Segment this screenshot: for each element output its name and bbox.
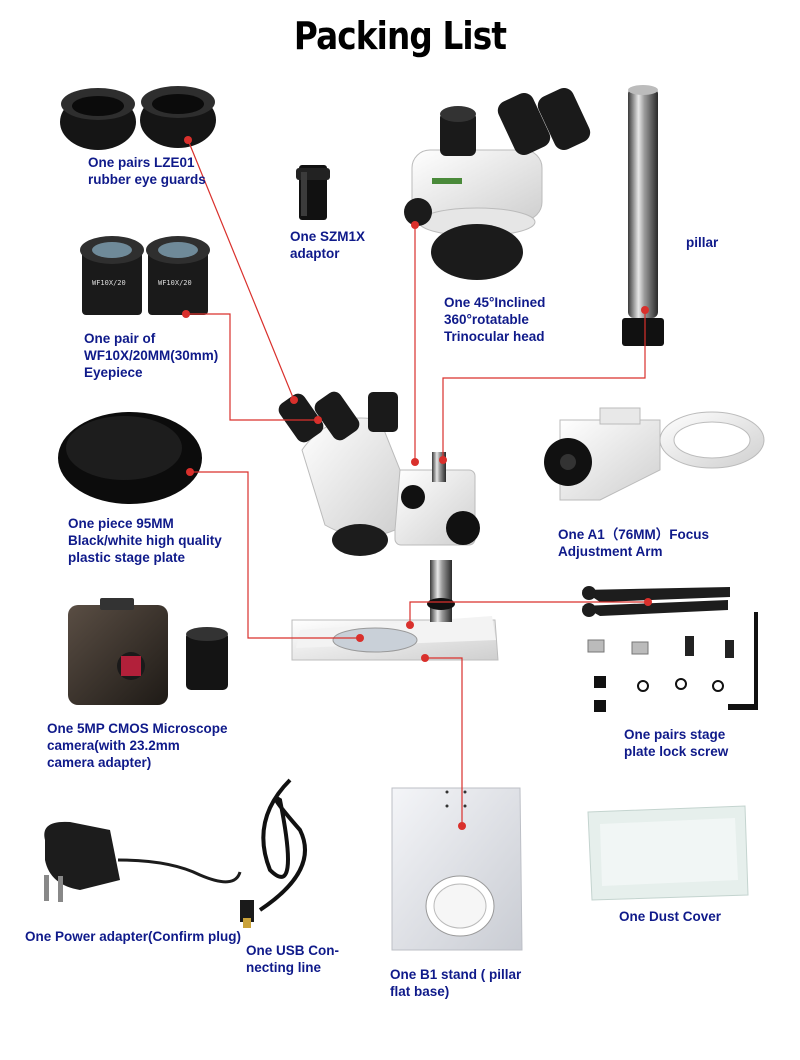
- eyepiece-label: One pair of WF10X/20MM(30mm) Eyepiece: [84, 331, 219, 380]
- usb-line-label: One USB Con- necting line: [246, 943, 339, 975]
- power-adapter-image: [44, 821, 242, 902]
- dust-cover-label: One Dust Cover: [619, 909, 722, 924]
- assembled-microscope-image: [278, 391, 499, 661]
- camera-label: One 5MP CMOS Microscope camera(with 23.2…: [47, 721, 228, 770]
- adaptor-image: [296, 165, 330, 220]
- camera-image: [68, 598, 228, 705]
- eyepiece-image: WF10X/20 WF10X/20: [80, 236, 210, 315]
- eyepiece-marking: WF10X/20: [92, 279, 126, 287]
- pillar-image: [622, 85, 664, 346]
- trinocular-head-image: [404, 87, 591, 280]
- pillar-label: pillar: [686, 235, 719, 250]
- power-adapter-label: One Power adapter(Confirm plug): [25, 929, 242, 944]
- focus-arm-image: [544, 407, 765, 501]
- stage-plate-label: One piece 95MM Black/white high quality …: [68, 516, 222, 565]
- eye-guards-label: One pairs LZE01 rubber eye guards: [88, 155, 206, 187]
- usb-cable-image: [240, 778, 307, 928]
- trinocular-head-label: One 45°Inclined 360°rotatable Trinocular…: [444, 295, 546, 344]
- focus-arm-label: One A1（76MM）Focus Adjustment Arm: [558, 527, 710, 559]
- dust-cover-image: [587, 805, 749, 901]
- stand-base-image: [391, 787, 523, 951]
- stand-label: One B1 stand ( pillar flat base): [390, 967, 522, 999]
- page-title: Packing List: [293, 14, 507, 58]
- eyepiece-marking: WF10X/20: [158, 279, 192, 287]
- lock-screw-image: [582, 586, 758, 712]
- leader-lines: [186, 139, 648, 826]
- adaptor-label: One SZM1X adaptor: [290, 229, 366, 261]
- leader-dots: [182, 136, 652, 830]
- eye-guards-image: [60, 86, 216, 150]
- stage-plate-image: [58, 412, 202, 504]
- lock-screw-label: One pairs stage plate lock screw: [624, 727, 729, 759]
